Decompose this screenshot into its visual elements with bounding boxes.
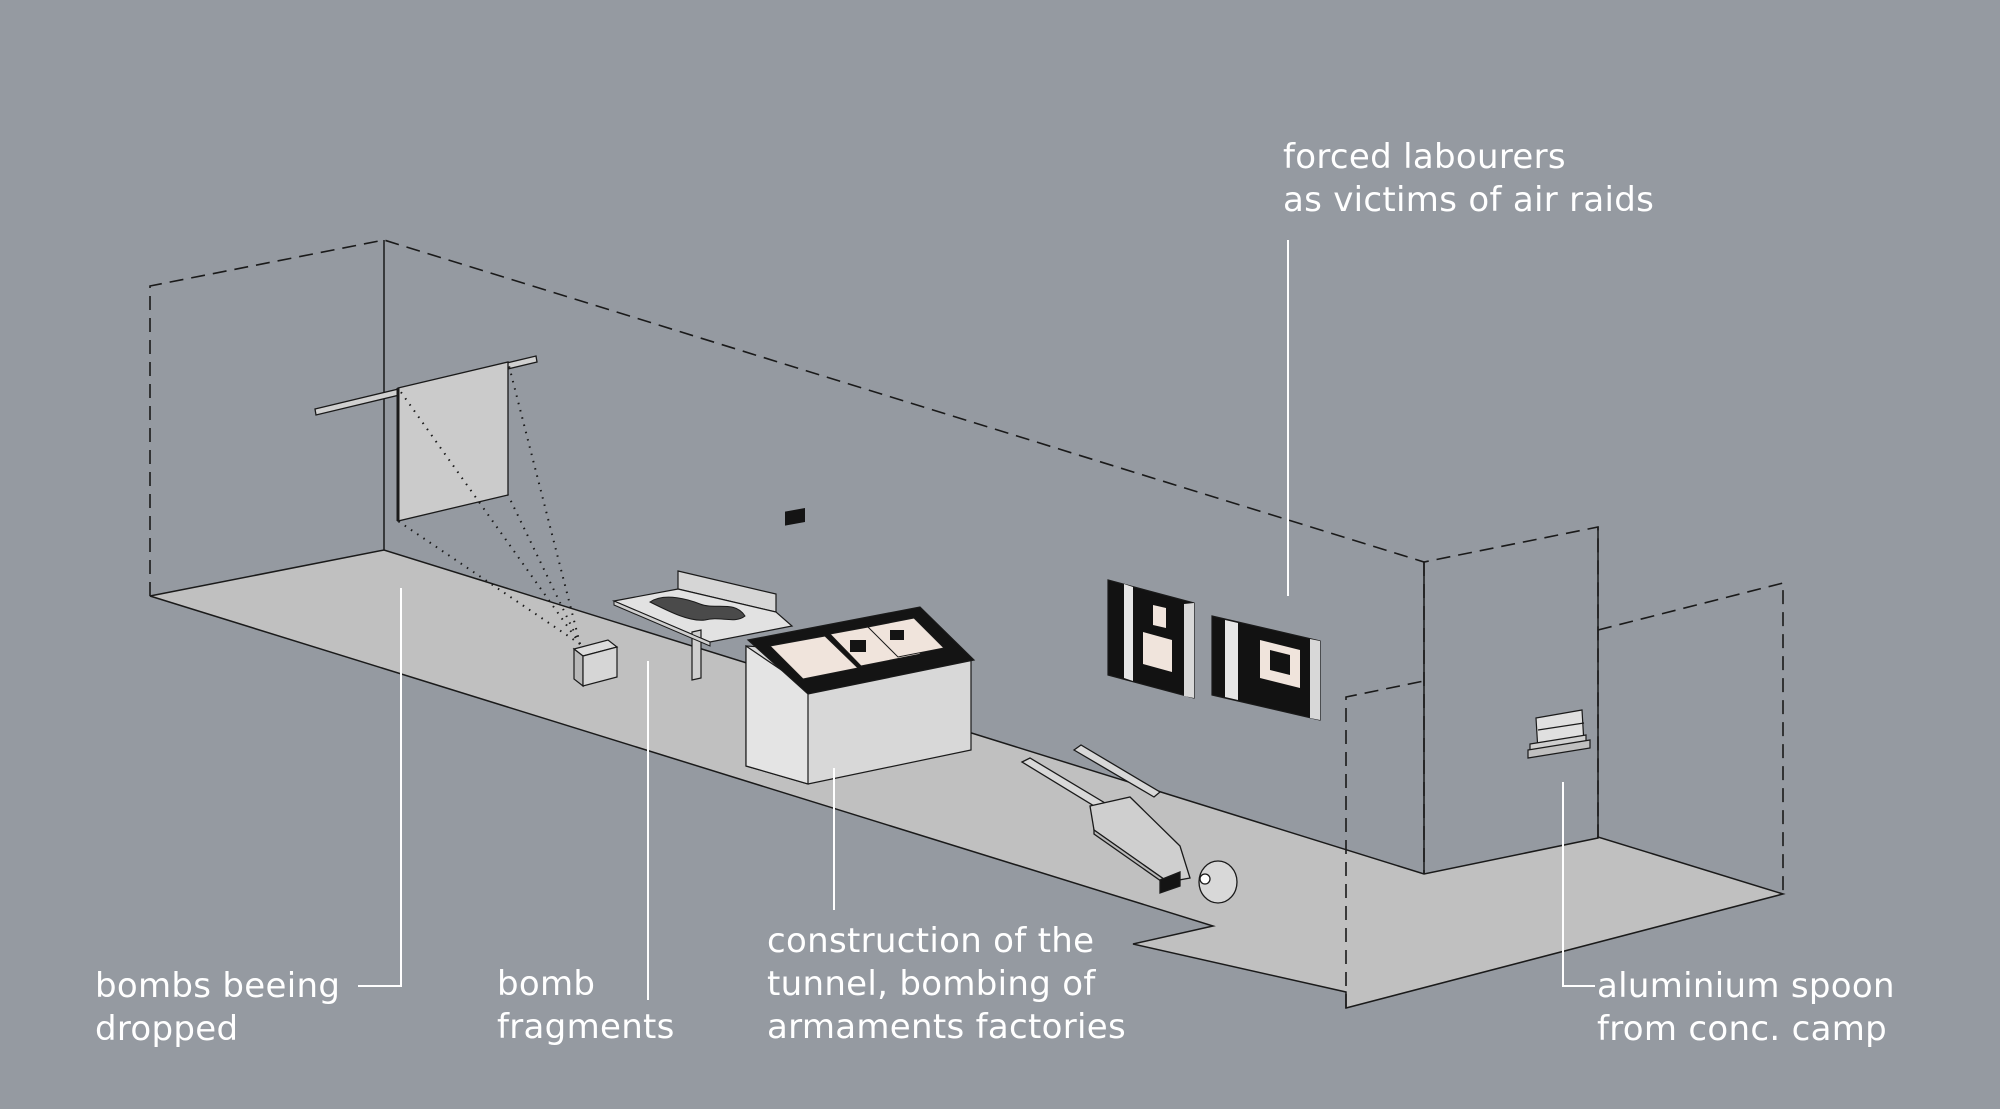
label-fragments: bomb fragments <box>497 963 675 1049</box>
label-forced-labourers-line1: forced labourers <box>1283 137 1566 177</box>
leader-lines <box>358 240 1595 1000</box>
label-fragments-line2: fragments <box>497 1007 675 1047</box>
projection-beams <box>397 361 581 645</box>
dashed-wall-outline <box>149 239 1784 1008</box>
spoon-display-case <box>1527 709 1591 759</box>
wheelbarrow-icon <box>1020 744 1238 904</box>
label-spoon: aluminium spoon from conc. camp <box>1597 965 1895 1051</box>
projector-icon <box>572 639 619 688</box>
label-bombs-line1: bombs beeing <box>95 966 341 1006</box>
label-fragments-line1: bomb <box>497 964 596 1004</box>
label-tunnel: construction of the tunnel, bombing of a… <box>767 920 1126 1049</box>
wall-panel-2 <box>1211 615 1321 721</box>
leader-bombs <box>358 588 402 987</box>
label-tunnel-line1: construction of the <box>767 921 1095 961</box>
label-spoon-line2: from conc. camp <box>1597 1009 1888 1049</box>
label-tunnel-line2: tunnel, bombing of <box>767 964 1096 1004</box>
label-tunnel-line3: armaments factories <box>767 1007 1126 1047</box>
bomb-fragments-table <box>611 570 794 681</box>
room-floor <box>149 549 1786 1009</box>
tunnel-display-table <box>745 508 976 785</box>
wall-panel-1 <box>1107 579 1195 699</box>
label-forced-labourers: forced labourers as victims of air raids <box>1283 136 1654 222</box>
label-bombs: bombs beeing dropped <box>95 965 340 1051</box>
label-spoon-line1: aluminium spoon <box>1597 966 1895 1006</box>
projection-screen-icon <box>314 355 538 522</box>
leader-spoon <box>1562 782 1595 987</box>
label-bombs-line2: dropped <box>95 1009 239 1049</box>
label-forced-labourers-line2: as victims of air raids <box>1283 180 1655 220</box>
